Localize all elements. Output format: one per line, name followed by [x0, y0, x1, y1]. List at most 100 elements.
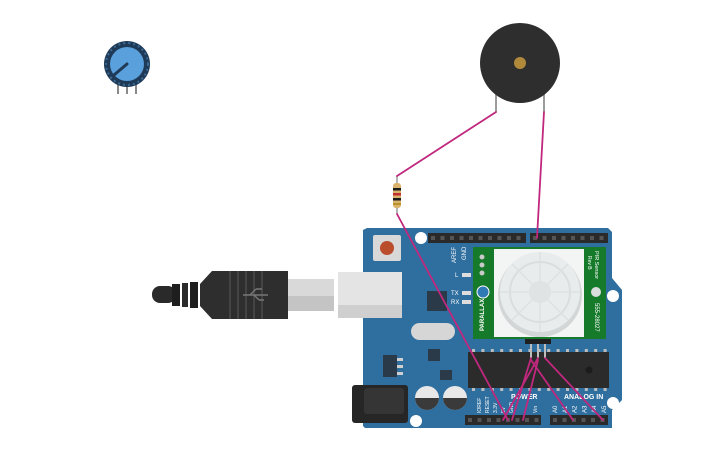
- usb-strain-1: [172, 284, 180, 306]
- header-pin[interactable]: [496, 418, 501, 422]
- label-l: L: [455, 273, 459, 279]
- header-pin[interactable]: [553, 418, 557, 422]
- label-3v3: 3.3V: [493, 402, 499, 413]
- usb-cable[interactable]: [152, 271, 334, 319]
- header-pin[interactable]: [571, 236, 575, 240]
- chip-leg: [509, 349, 513, 352]
- usb-strain-2: [182, 283, 188, 307]
- header-pin[interactable]: [591, 418, 595, 422]
- chip-leg: [537, 388, 541, 391]
- header-pin[interactable]: [459, 236, 464, 240]
- header-pin[interactable]: [515, 418, 520, 422]
- piezo-buzzer[interactable]: [480, 23, 560, 112]
- chip-leg: [594, 349, 598, 352]
- analog-pin-label: A2: [573, 405, 579, 413]
- mount-hole-1: [415, 232, 427, 244]
- chip-leg: [472, 349, 475, 352]
- header-pin[interactable]: [599, 236, 604, 240]
- digital-pins-1: [431, 236, 521, 240]
- label-5v: 5V: [501, 406, 507, 413]
- pir-pin-out[interactable]: [544, 344, 546, 358]
- label-reset: RESET: [485, 396, 491, 413]
- wire-pir-out-to-analog[interactable]: [544, 357, 604, 421]
- wire-buzzer-to-digital-pin[interactable]: [536, 111, 545, 239]
- header-pin[interactable]: [552, 236, 556, 240]
- header-pin[interactable]: [450, 236, 454, 240]
- label-ioref: IOREF: [477, 398, 483, 413]
- pir-mount-hole: [591, 287, 601, 297]
- header-pin[interactable]: [507, 236, 511, 240]
- wire-pir-pos-to-5v[interactable]: [502, 357, 539, 421]
- chip-leg: [603, 388, 607, 391]
- mount-hole-2: [607, 290, 619, 302]
- digital-header-2[interactable]: [530, 233, 608, 243]
- header-pin[interactable]: [562, 418, 567, 422]
- potentiometer[interactable]: [104, 41, 150, 94]
- header-pin[interactable]: [478, 236, 483, 240]
- header-pin[interactable]: [477, 418, 482, 422]
- resistor-band-1: [393, 188, 401, 191]
- digital-pins-2: [533, 236, 604, 240]
- chip-leg: [556, 388, 560, 391]
- chip-leg: [500, 388, 504, 391]
- digital-header-1[interactable]: [428, 233, 526, 243]
- header-pin[interactable]: [497, 236, 502, 240]
- wire-buzzer-to-resistor[interactable]: [396, 111, 497, 177]
- regulator-leg-3: [397, 372, 403, 375]
- header-pin[interactable]: [542, 236, 547, 240]
- chip-leg: [500, 349, 504, 352]
- pir-logo: [476, 285, 490, 299]
- header-pin[interactable]: [431, 236, 435, 240]
- header-pin[interactable]: [469, 236, 473, 240]
- chip-leg: [481, 349, 485, 352]
- header-pin[interactable]: [487, 418, 491, 422]
- pir-part: 555-28027: [593, 303, 599, 332]
- analog-pin-label: A0: [553, 405, 559, 413]
- chip-leg: [566, 349, 569, 352]
- wire-pir-to-gnd-2[interactable]: [522, 359, 539, 421]
- atmega-notch: [585, 366, 593, 374]
- pir-brand: PARALLAX: [480, 299, 486, 331]
- pir-jumper-dot-1: [479, 254, 485, 260]
- chip-leg: [594, 388, 598, 391]
- pir-jumper-dot-2: [479, 262, 485, 268]
- buzzer-center: [514, 57, 526, 69]
- wire-resistor-to-gnd[interactable]: [396, 213, 509, 421]
- header-pin[interactable]: [525, 418, 529, 422]
- chip-leg: [603, 349, 607, 352]
- chip-leg: [575, 349, 579, 352]
- led-tx: [462, 291, 471, 295]
- pir-sensor[interactable]: PARALLAX PIR Sensor Rev B 555-28027: [473, 247, 606, 358]
- header-pin[interactable]: [488, 236, 492, 240]
- header-pin[interactable]: [581, 418, 586, 422]
- pir-dome-facets: [500, 252, 580, 332]
- label-vin: Vin: [533, 406, 539, 413]
- header-pin[interactable]: [468, 418, 472, 422]
- header-pin[interactable]: [533, 236, 537, 240]
- led-rx: [462, 300, 471, 304]
- usb-socket-shade: [338, 305, 402, 318]
- pir-pin-pos[interactable]: [537, 344, 539, 358]
- pir-label: PIR Sensor: [593, 251, 599, 279]
- chip-leg: [472, 388, 475, 391]
- chip-leg: [566, 388, 569, 391]
- chip-legs-top: [472, 349, 607, 352]
- resistor[interactable]: [393, 176, 401, 214]
- analog-header[interactable]: [550, 415, 608, 425]
- header-pin[interactable]: [561, 236, 566, 240]
- usb-metal-shade: [288, 296, 334, 311]
- label-power: POWER: [511, 394, 537, 401]
- pir-pin-neg[interactable]: [530, 344, 532, 358]
- pot-indicator: [112, 62, 129, 77]
- wire-pir-to-analog-2[interactable]: [530, 359, 574, 421]
- header-pin[interactable]: [572, 418, 576, 422]
- header-pin[interactable]: [516, 236, 521, 240]
- header-pin[interactable]: [534, 418, 539, 422]
- header-pin[interactable]: [580, 236, 585, 240]
- pir-jumper-dot-3: [479, 270, 485, 276]
- header-pin[interactable]: [590, 236, 594, 240]
- analog-pin-label: A3: [582, 405, 588, 413]
- header-pin[interactable]: [440, 236, 445, 240]
- chip-leg: [584, 349, 588, 352]
